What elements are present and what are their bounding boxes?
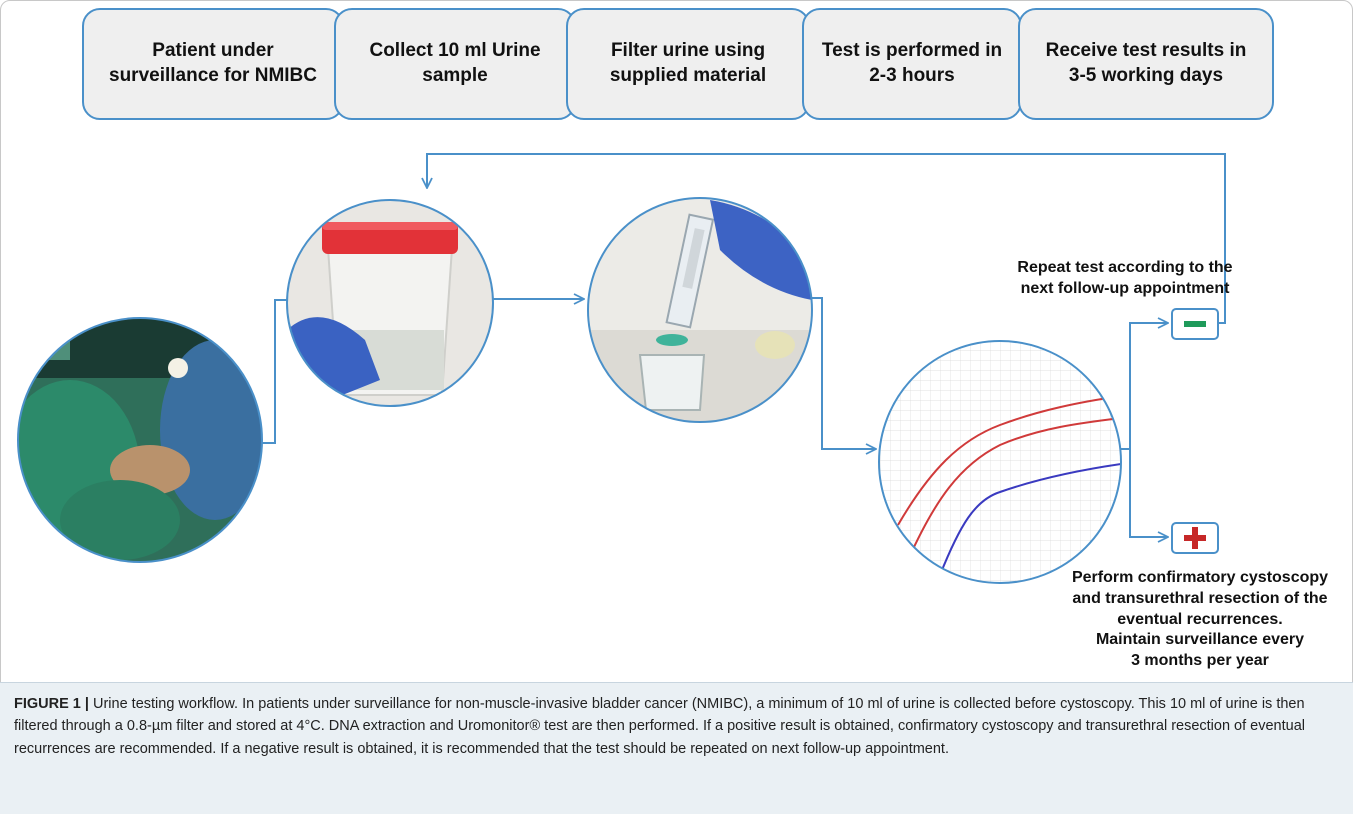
caption-text: Urine testing workflow. In patients unde… [14,696,1305,757]
negative-result-text: Repeat test according to the next follow… [1017,259,1233,297]
workflow-diagram [17,153,1226,584]
step-receive-results: Receive test results in 3-5 working days [1018,8,1274,120]
figure-caption: FIGURE 1 | Urine testing workflow. In pa… [0,682,1353,814]
minus-icon [1184,321,1206,327]
positive-result-badge [1171,522,1219,554]
syringe-filter-photo [587,197,813,423]
step-test-performed: Test is performed in 2-3 hours [802,8,1022,120]
connector-filter-to-test [812,297,876,449]
urine-container-photo [286,199,494,407]
step-patient-surveillance: Patient under surveillance for NMIBC [82,8,344,120]
pcr-curve-plot [878,340,1122,584]
caption-label: FIGURE 1 | [14,696,89,712]
step-filter-urine: Filter urine using supplied material [566,8,810,120]
connector-to-negative [1129,323,1168,449]
positive-result-text: Perform confirmatory cystoscopy and tran… [1071,569,1329,670]
surgery-photo [17,317,263,563]
connector-to-positive [1129,449,1168,537]
negative-result-badge [1171,308,1219,340]
